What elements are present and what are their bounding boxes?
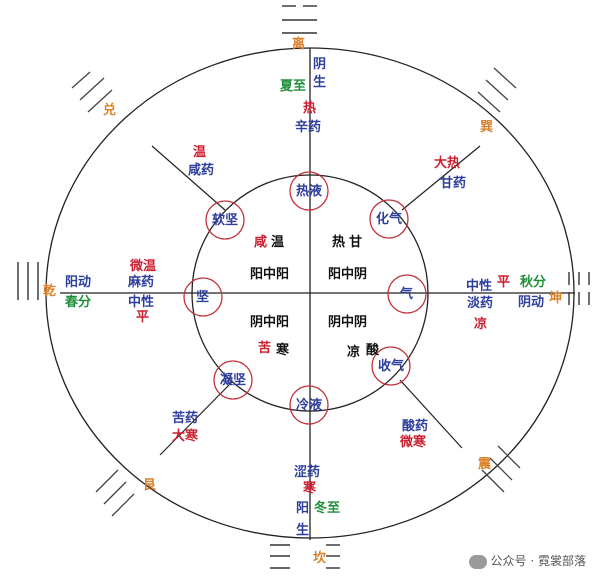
right-move: 阴动 [518,295,545,310]
diagonal-lower-right [399,379,463,449]
wechat-icon [468,554,487,569]
lower-left-drug: 苦药 [172,411,199,426]
top-re: 热 [303,101,317,116]
node-circle-bottom [289,385,329,425]
trigram-xun-lines [477,67,517,113]
node-lower-right-label: 收气 [378,359,405,374]
node-right-label: 气 [400,287,414,302]
node-lower-left-label: 凝坚 [220,373,247,388]
trigram-dui-label: 兑 [103,103,117,118]
inner-gan: 甘 [349,235,363,250]
inner-suan: 酸 [366,343,380,358]
diagonal-upper-left [151,145,226,211]
top-season: 夏至 [280,79,307,94]
diagonal-upper-right [401,145,481,211]
inner-xian: 咸 [254,235,268,250]
node-upper-right-label: 化气 [376,212,403,227]
top-drug: 辛药 [295,120,322,135]
upper-left-wen: 温 [193,145,207,160]
inner-q2: 阳中阴 [328,267,368,282]
trigram-gen-label: 艮 [143,478,157,493]
left-nature: 中性 [128,295,155,310]
left-ping: 平 [136,310,150,325]
trigram-li-lines [282,5,317,34]
bottom-yang: 阳 [296,501,310,516]
top-yin: 阴 [313,57,327,72]
inner-liang: 凉 [347,345,361,360]
right-nature: 中性 [466,279,493,294]
node-left-label: 坚 [196,290,210,305]
trigram-kun-lines [568,272,590,305]
right-drug: 淡药 [467,296,494,311]
node-circle-upper-left [205,200,245,240]
inner-q1: 阳中阳 [250,267,290,282]
top-sheng: 生 [313,75,327,90]
watermark: 公众号 · 霓裳部落 [468,552,586,569]
upper-right-drug: 甘药 [440,176,467,191]
trigram-kun-label: 坤 [549,291,563,306]
lower-right-cold: 微寒 [400,435,427,450]
right-season: 秋分 [520,275,547,290]
trigram-zhen-label: 震 [478,457,492,472]
trigram-qian-lines [17,262,39,300]
trigram-kan-label: 坎 [313,551,327,566]
trigram-gen-lines [95,469,135,517]
node-circle-lower-left [213,360,253,400]
trigram-xun-label: 巽 [480,120,494,135]
node-top-label: 热液 [296,184,323,199]
trigram-dui-lines [71,71,113,113]
lower-right-drug: 酸药 [402,419,429,434]
inner-re: 热 [332,235,346,250]
node-circle-lower-right [371,346,411,386]
right-liang: 凉 [474,317,488,332]
trigram-li-label: 离 [292,37,306,52]
node-bottom-label: 冷液 [296,398,323,413]
upper-left-drug: 咸药 [188,163,215,178]
trigram-kan-lines [270,544,340,569]
bottom-season: 冬至 [314,501,341,516]
inner-ku: 苦 [258,341,272,356]
left-warm: 微温 [130,259,157,274]
trigram-zhen-lines [481,445,521,493]
bottom-han: 寒 [303,481,317,496]
left-drug: 麻药 [128,275,155,290]
node-circle-right [387,274,427,314]
watermark-text: 公众号 · 霓裳部落 [490,554,586,568]
inner-han: 寒 [276,343,290,358]
left-season: 春分 [65,295,92,310]
node-circle-top [289,171,329,211]
upper-right-hot: 大热 [434,156,461,171]
inner-wen: 温 [271,235,285,250]
node-circle-upper-right [369,199,409,239]
inner-q3: 阴中阳 [250,315,290,330]
bottom-drug: 涩药 [294,465,321,480]
left-move: 阳动 [65,275,92,290]
node-circle-left [183,277,223,317]
right-ping: 平 [497,275,511,290]
lower-left-cold: 大寒 [172,429,199,444]
trigram-qian-label: 乾 [43,284,57,299]
node-upper-left-label: 软坚 [212,213,239,228]
inner-q4: 阴中阴 [328,315,368,330]
bottom-sheng: 生 [296,523,310,538]
